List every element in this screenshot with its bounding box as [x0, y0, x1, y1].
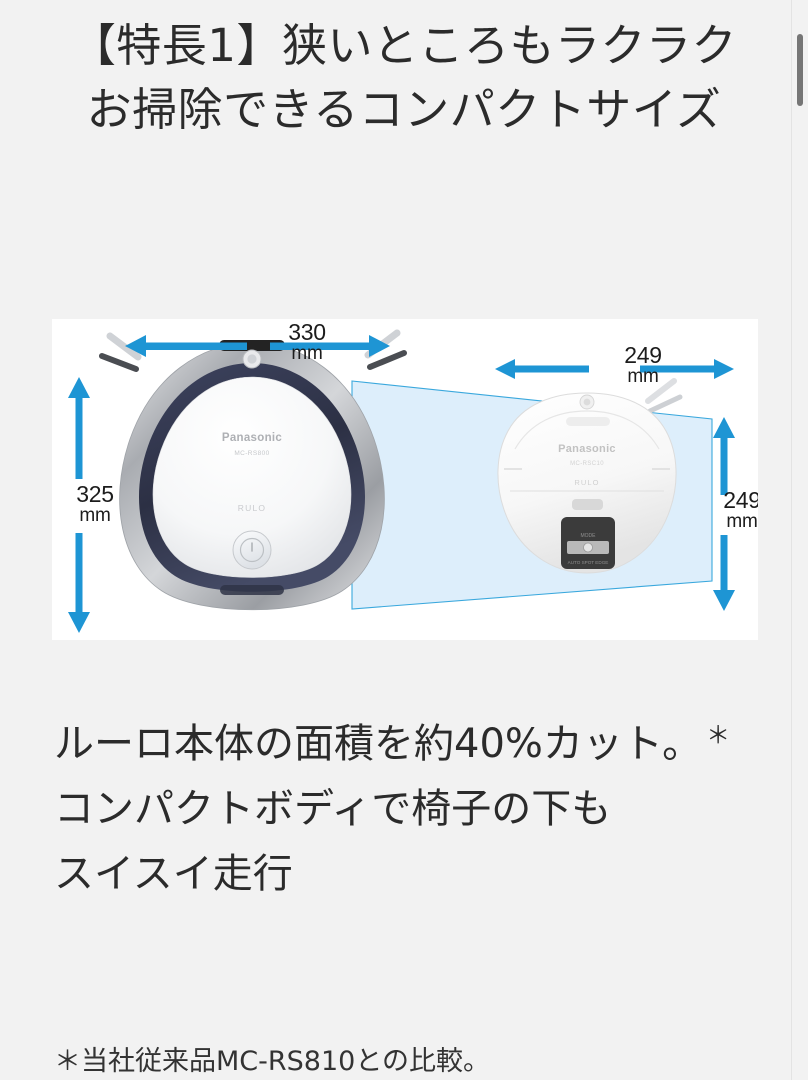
left-robot-graphic: Panasonic MC-RS800 RULO — [99, 329, 407, 611]
page-title: 【特長1】狭いところもラクラクお掃除できるコンパクトサイズ — [70, 19, 738, 137]
body-paragraph-2: コンパクトボディで椅子の下も — [54, 785, 612, 832]
body-line-1: ルーロ本体の面積を約40%カット。 — [54, 721, 703, 767]
arrow-249-vertical — [713, 417, 735, 611]
arrow-330-horizontal — [125, 335, 390, 357]
dimension-arrows — [68, 335, 735, 633]
svg-text:MC-RSC10: MC-RSC10 — [570, 461, 604, 467]
arrow-325-vertical — [68, 377, 90, 633]
body-paragraph-3: スイスイ走行 — [54, 850, 293, 897]
svg-text:RULO: RULO — [574, 478, 599, 487]
body-copy: ルーロ本体の面積を約40%カット。＊ コンパクトボディで椅子の下も スイスイ走行 — [54, 712, 754, 906]
scrollbar-thumb[interactable] — [797, 34, 803, 106]
size-comparison-illustration: Panasonic MC-RS800 RULO — [68, 329, 735, 633]
svg-text:MC-RS800: MC-RS800 — [234, 450, 269, 457]
right-robot-graphic: Panasonic MC-RSC10 RULO MODE AUTO SPOT E… — [497, 378, 683, 574]
right-robot-side-brushes — [645, 378, 683, 414]
footnote-marker: ＊ — [706, 721, 731, 749]
svg-text:MODE: MODE — [581, 533, 597, 539]
arrow-249-horizontal — [495, 359, 734, 379]
svg-text:Panasonic: Panasonic — [222, 432, 283, 444]
svg-text:Panasonic: Panasonic — [558, 443, 616, 455]
vertical-scrollbar[interactable] — [791, 0, 808, 1080]
svg-text:AUTO SPOT EDGE: AUTO SPOT EDGE — [568, 560, 609, 565]
svg-text:RULO: RULO — [238, 503, 266, 513]
product-size-comparison-figure: Panasonic MC-RS800 RULO — [52, 319, 758, 640]
body-paragraph-1: ルーロ本体の面積を約40%カット。＊ — [54, 712, 754, 777]
footnote-text: ＊当社従来品MC-RS810との比較。 — [54, 1046, 491, 1077]
